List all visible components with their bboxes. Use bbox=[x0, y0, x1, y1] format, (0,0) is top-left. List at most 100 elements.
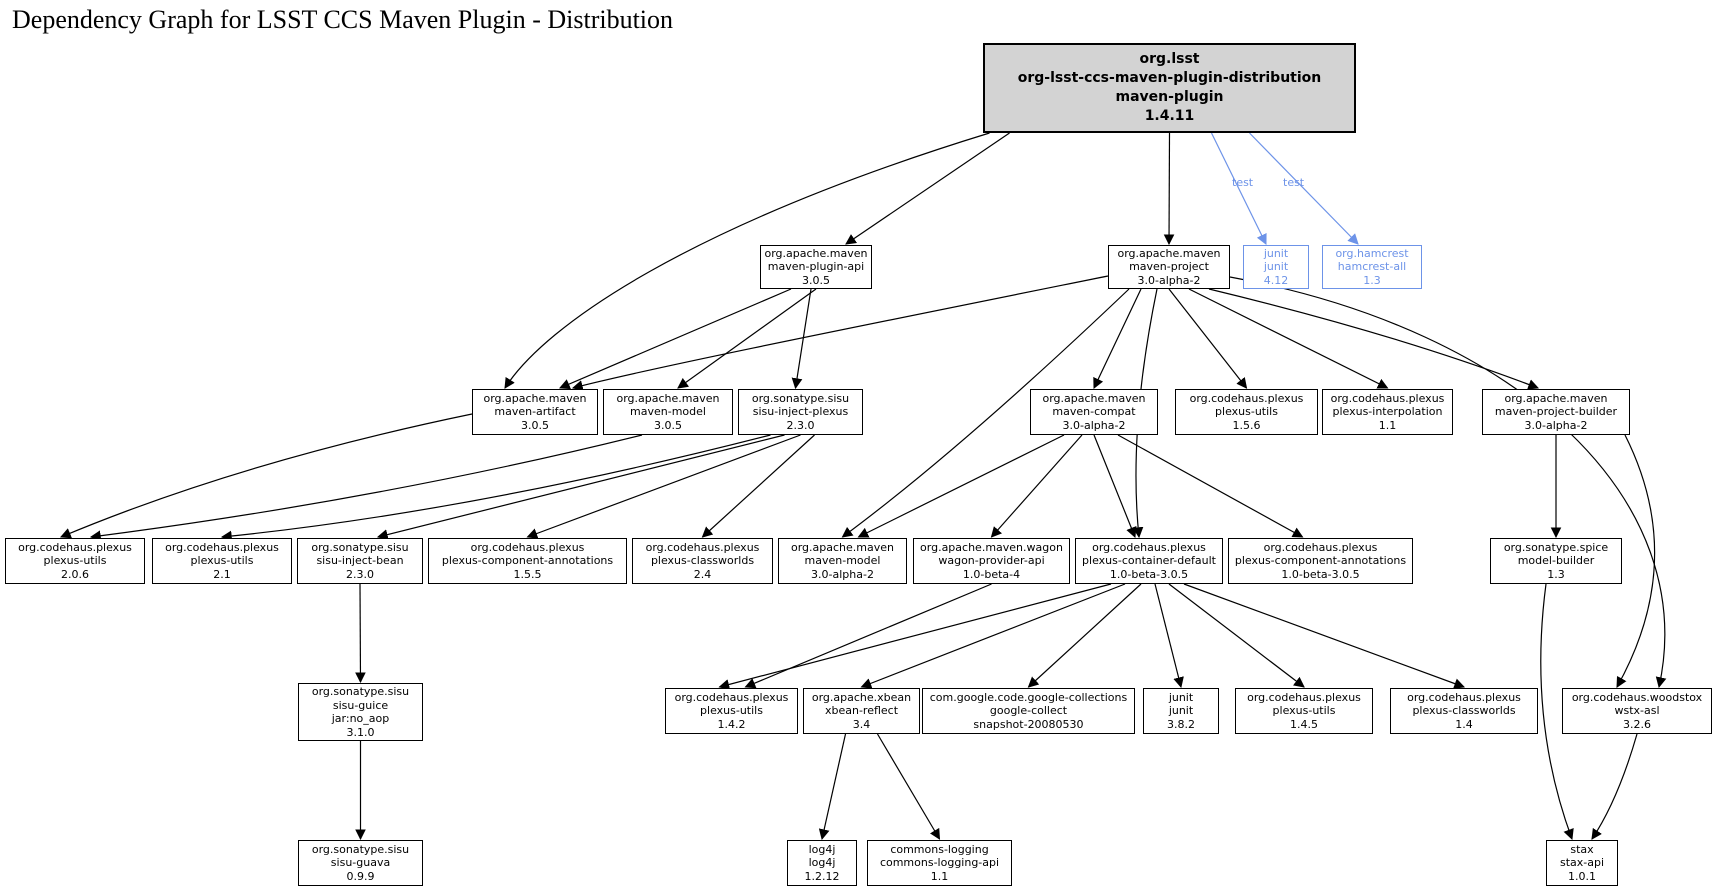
edge-maven_project-to-maven_compat bbox=[1093, 288, 1142, 389]
edge-sisu_inject_plexus-to-plexus_component_annotations_155 bbox=[526, 434, 801, 539]
node-label-line: junit bbox=[1168, 690, 1194, 704]
node-label-line: snapshot-20080530 bbox=[973, 717, 1084, 731]
node-label-line: hamcrest-all bbox=[1337, 260, 1407, 274]
node-label-line: org.codehaus.plexus bbox=[1263, 540, 1378, 554]
node-label-line: org.codehaus.plexus bbox=[1189, 391, 1304, 405]
edge-maven_compat-to-plexus_component_annotations_10b bbox=[1117, 434, 1304, 538]
edge-sisu_inject_plexus-to-plexus_utils_21 bbox=[220, 434, 771, 542]
node-label-line: maven-project bbox=[1129, 260, 1209, 274]
node-label-line: 3.4 bbox=[852, 717, 871, 731]
edge-root-to-maven_artifact bbox=[504, 132, 990, 389]
node-label-line: 0.9.9 bbox=[346, 869, 375, 883]
node-label-line: plexus-utils bbox=[700, 704, 763, 718]
node-label-line: sisu-inject-bean bbox=[316, 554, 404, 568]
edge-root-to-junit_412 bbox=[1210, 132, 1267, 245]
edge-maven_model_305-to-plexus_utils_206 bbox=[89, 434, 643, 542]
node-label-line: 3.0-alpha-2 bbox=[1137, 273, 1201, 287]
node-label-line: org.apache.maven.wagon bbox=[920, 540, 1063, 554]
node-label-line: org.codehaus.woodstox bbox=[1571, 690, 1703, 704]
node-label-line: org.apache.maven bbox=[791, 540, 894, 554]
node-label-line: plexus-utils bbox=[190, 554, 254, 568]
node-label-line: 1.4.11 bbox=[1144, 108, 1195, 124]
node-label-line: junit bbox=[1263, 260, 1289, 274]
node-label-line: org.codehaus.plexus bbox=[1092, 540, 1206, 554]
node-label-line: junit bbox=[1263, 246, 1289, 260]
node-label-line: plexus-container-default bbox=[1082, 554, 1216, 568]
node-label-line: 4.12 bbox=[1263, 273, 1289, 287]
edge-label-test: test bbox=[1232, 176, 1254, 189]
node-label-line: 1.5.5 bbox=[513, 567, 542, 581]
node-label-line: commons-logging bbox=[890, 842, 989, 856]
edge-xbean_reflect-to-commons_logging bbox=[876, 733, 941, 840]
node-label-line: 1.4 bbox=[1455, 717, 1473, 731]
node-label-line: plexus-component-annotations bbox=[441, 554, 614, 568]
node-label-line: google-collect bbox=[989, 704, 1068, 718]
node-label-line: org.codehaus.plexus bbox=[470, 540, 585, 554]
node-label-line: 1.3 bbox=[1547, 567, 1565, 581]
edge-root-to-hamcrest bbox=[1249, 132, 1359, 245]
edge-label-test: test bbox=[1283, 176, 1305, 189]
node-label-line: maven-plugin bbox=[1115, 89, 1224, 105]
node-label-line: 1.0-beta-3.0.5 bbox=[1109, 567, 1189, 581]
edge-maven_project-to-plexus_utils_156 bbox=[1168, 288, 1248, 389]
node-label-line: 3.1.0 bbox=[346, 725, 375, 739]
node-label-line: org.sonatype.sisu bbox=[311, 842, 410, 856]
node-label-line: sisu-guice bbox=[332, 698, 389, 712]
node-label-line: plexus-utils bbox=[43, 554, 107, 568]
node-label-line: 2.4 bbox=[693, 567, 712, 581]
node-label-line: 3.2.6 bbox=[1623, 717, 1651, 731]
edge-plexus_container_default-to-google_collect bbox=[1027, 583, 1142, 688]
node-label-line: 3.0-alpha-2 bbox=[1524, 418, 1588, 432]
node-label-line: org.codehaus.plexus bbox=[645, 540, 760, 554]
node-label-line: 3.0-alpha-2 bbox=[1062, 418, 1126, 432]
node-label-line: org.codehaus.plexus bbox=[165, 540, 279, 554]
node-label-line: 1.0-beta-3.0.5 bbox=[1281, 567, 1360, 581]
node-label-line: maven-plugin-api bbox=[767, 260, 865, 274]
node-label-line: org.lsst bbox=[1139, 51, 1200, 67]
node-label-line: maven-model bbox=[804, 554, 881, 568]
node-label-line: plexus-classworlds bbox=[650, 554, 755, 568]
node-label-line: maven-compat bbox=[1052, 405, 1136, 419]
node-label-line: 1.4.2 bbox=[717, 717, 746, 731]
node-label-line: xbean-reflect bbox=[824, 704, 899, 718]
node-label-line: 3.0.5 bbox=[654, 418, 682, 432]
node-label-line: org.codehaus.plexus bbox=[1407, 690, 1521, 704]
edge-maven_compat-to-wagon_provider_api bbox=[990, 434, 1083, 538]
node-label-line: 1.1 bbox=[930, 869, 949, 883]
edge-maven_project-to-plexus_interpolation bbox=[1188, 288, 1389, 389]
node-label-line: plexus-component-annotations bbox=[1234, 554, 1407, 568]
edge-maven_compat-to-plexus_container_default bbox=[1093, 434, 1137, 539]
edge-maven_plugin_api-to-maven_artifact bbox=[559, 288, 792, 390]
node-label-line: 1.2.12 bbox=[804, 869, 840, 883]
node-label-line: org.codehaus.plexus bbox=[1330, 391, 1445, 405]
node-label-line: plexus-classworlds bbox=[1412, 704, 1516, 718]
node-label-line: org.codehaus.plexus bbox=[1247, 690, 1361, 704]
node-label-line: org.apache.maven bbox=[616, 391, 720, 405]
node-label-line: sisu-guava bbox=[330, 856, 391, 870]
edge-woodstox-to-stax bbox=[1591, 733, 1638, 840]
node-label-line: 2.1 bbox=[213, 567, 231, 581]
